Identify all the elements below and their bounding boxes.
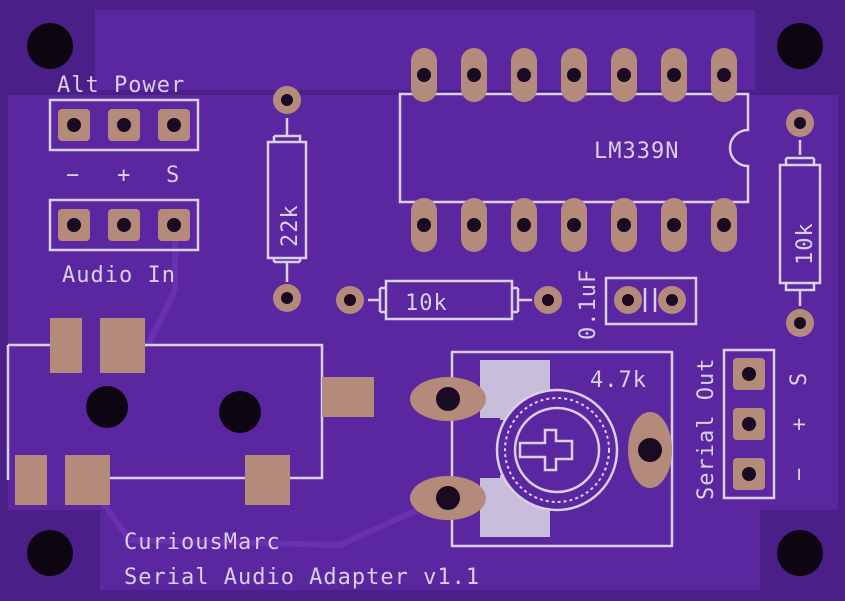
mount-hole-br — [777, 530, 823, 576]
ic-pin-hole — [567, 68, 581, 82]
ic-lm339n — [398, 92, 750, 204]
serial-out-pins — [733, 358, 765, 490]
capacitor — [604, 276, 698, 326]
audio-in-pins — [58, 209, 190, 241]
resistor-22k-label: 22k — [278, 204, 303, 247]
jack-hole-right — [219, 391, 261, 433]
copper-pour-main — [8, 95, 838, 510]
ic-pin-hole — [617, 218, 631, 232]
board-title: Serial Audio Adapter v1.1 — [124, 565, 480, 590]
ic-pins — [411, 48, 737, 252]
audio-in-header-outline — [48, 198, 200, 252]
resistor-10k-vertical — [778, 109, 822, 337]
power-minus-label: − — [66, 163, 80, 188]
alt-power-pins — [58, 109, 190, 141]
ic-pin-hole — [417, 68, 431, 82]
copper-pour-bottom — [100, 505, 760, 590]
serial-plus-label: + — [787, 417, 812, 431]
resistor-10k-horizontal — [336, 279, 562, 321]
serial-minus-label: − — [787, 467, 812, 481]
ic-label: LM339N — [594, 139, 679, 164]
resistor-10k-v-label: 10k — [793, 222, 818, 265]
credit-text: CuriousMarc — [124, 530, 281, 555]
ic-pin-hole — [467, 68, 481, 82]
ic-pin-hole — [467, 218, 481, 232]
ic-pin-hole — [517, 68, 531, 82]
power-s-label: S — [166, 163, 180, 188]
serial-s-label: S — [787, 372, 812, 386]
alt-power-header-outline — [48, 98, 200, 152]
ic-pin-hole — [417, 218, 431, 232]
alt-power-label: Alt Power — [57, 73, 185, 98]
ic-pin-hole — [667, 68, 681, 82]
ic-pin-hole — [617, 68, 631, 82]
ic-pin-hole — [717, 68, 731, 82]
mount-hole-tl — [27, 23, 73, 69]
audio-jack-outline-lower — [6, 345, 245, 480]
potentiometer — [410, 350, 674, 548]
serial-out-header-outline — [722, 348, 776, 500]
jack-hole-left — [86, 386, 128, 428]
audio-in-label: Audio In — [62, 263, 176, 288]
ic-pin-hole — [717, 218, 731, 232]
resistor-22k — [266, 86, 308, 312]
mount-hole-tr — [777, 23, 823, 69]
audio-jack-pads — [15, 318, 374, 505]
ic-pin-hole — [667, 218, 681, 232]
resistor-10k-h-label: 10k — [405, 291, 448, 316]
mount-hole-bl — [27, 530, 73, 576]
trace-pot — [87, 483, 452, 549]
ic-pin-hole — [517, 218, 531, 232]
power-plus-label: + — [117, 163, 131, 188]
pot-label: 4.7k — [590, 368, 647, 393]
capacitor-label: 0.1uF — [576, 269, 601, 340]
ic-pin-hole — [567, 218, 581, 232]
serial-out-label: Serial Out — [694, 358, 719, 500]
